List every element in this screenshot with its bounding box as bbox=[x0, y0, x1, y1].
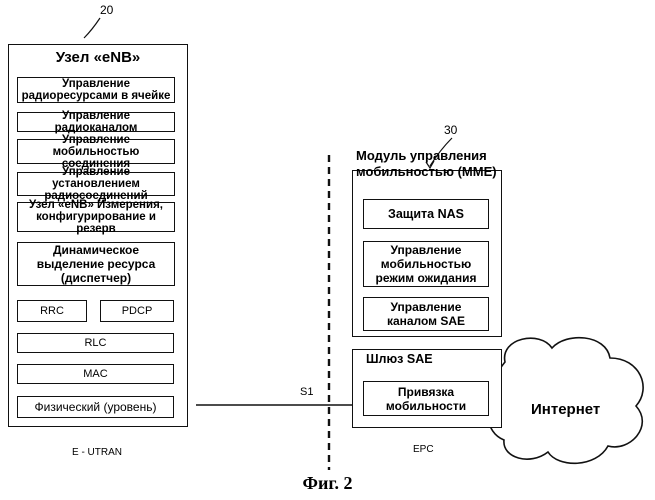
enb-node-title: Узел «eNB» bbox=[8, 49, 188, 66]
mme-block-idle-mobility: Управление мобильностью режим ожидания bbox=[363, 241, 489, 287]
internet-label: Интернет bbox=[531, 401, 600, 418]
enb-block-phy: Физический (уровень) bbox=[17, 396, 174, 418]
enb-block-rrc: RRC bbox=[17, 300, 87, 322]
sae-gateway-title: Шлюз SAE bbox=[366, 352, 433, 366]
enb-block-conn-mobility: Управление мобильностью соединения bbox=[17, 139, 175, 164]
enb-ref-number: 20 bbox=[100, 3, 113, 17]
enb-block-measurement: Узел «eNB» Измерения, конфигурирование и… bbox=[17, 202, 175, 232]
ref-20-leader bbox=[84, 18, 100, 38]
enb-block-pdcp: PDCP bbox=[100, 300, 174, 322]
enb-block-rb-control: Управление радиоканалом bbox=[17, 112, 175, 132]
sae-block-mobility-anchor: Привязка мобильности bbox=[363, 381, 489, 416]
mme-block-nas-security: Защита NAS bbox=[363, 199, 489, 229]
mme-ref-number: 30 bbox=[444, 123, 457, 137]
figure-caption: Фиг. 2 bbox=[0, 473, 655, 494]
enb-block-mac: MAC bbox=[17, 364, 174, 384]
enb-block-radio-admission: Управление установлением радиосоединений bbox=[17, 172, 175, 196]
mme-title: Модуль управления мобильностью (MME) bbox=[356, 148, 506, 180]
e-utran-caption: E - UTRAN bbox=[72, 447, 122, 458]
enb-block-scheduler: Динамическое выделение ресурса (диспетче… bbox=[17, 242, 175, 286]
enb-block-rlc: RLC bbox=[17, 333, 174, 353]
epc-caption: EPC bbox=[413, 444, 434, 455]
mme-block-sae-bearer: Управление каналом SAE bbox=[363, 297, 489, 331]
s1-label: S1 bbox=[300, 386, 313, 398]
enb-block-rrm: Управление радиоресурсами в ячейке bbox=[17, 77, 175, 103]
